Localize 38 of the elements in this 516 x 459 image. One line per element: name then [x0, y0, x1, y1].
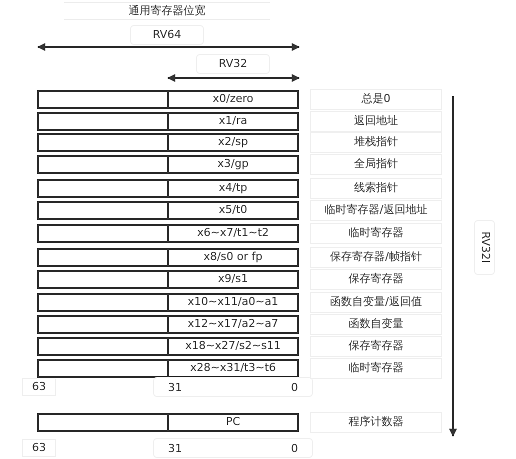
register-row: x1/ra [37, 112, 299, 131]
width-label: RV64 [130, 25, 204, 45]
register-row: x10~x11/a0~a1 [37, 293, 299, 312]
register-description: 保存寄存器 [310, 269, 442, 290]
register-row: x0/zero [37, 90, 299, 109]
register-row: x5/t0 [37, 201, 299, 220]
register-description: 总是0 [310, 89, 442, 110]
bit-index: 63 [22, 439, 56, 457]
set-label: RV32I [478, 232, 493, 264]
register-description: 函数自变量/返回值 [310, 292, 442, 313]
register-description: 返回地址 [310, 111, 442, 132]
register-description: 函数自变量 [310, 314, 442, 335]
register-row: PC [37, 413, 299, 432]
bit-index: 31 [168, 441, 182, 457]
register-description: 临时寄存器 [310, 358, 442, 379]
width-label: RV32 [196, 54, 270, 74]
register-description: 临时寄存器 [310, 223, 442, 244]
register-description: 保存寄存器/帧指针 [310, 247, 442, 268]
register-row: x2/sp [37, 133, 299, 152]
register-row: x3/gp [37, 155, 299, 174]
register-row: x8/s0 or fp [37, 248, 299, 267]
bit-index: 63 [22, 378, 56, 396]
register-description: 堆栈指针 [310, 132, 442, 153]
title: 通用寄存器位宽 [64, 2, 270, 20]
bit-index: 0 [291, 441, 298, 457]
bit-index: 31 [168, 380, 182, 396]
register-row: x4/tp [37, 179, 299, 198]
register-row: x28~x31/t3~t6 [37, 359, 299, 378]
register-description: 线索指针 [310, 178, 442, 199]
bit-index: 0 [291, 380, 298, 396]
register-description: 程序计数器 [310, 412, 442, 433]
register-description: 保存寄存器 [310, 336, 442, 357]
register-description: 临时寄存器/返回地址 [310, 200, 442, 221]
register-row: x12~x17/a2~a7 [37, 315, 299, 334]
register-row: x6~x7/t1~t2 [37, 224, 299, 243]
register-row: x18~x27/s2~s11 [37, 337, 299, 356]
register-description: 全局指针 [310, 154, 442, 175]
register-row: x9/s1 [37, 270, 299, 289]
